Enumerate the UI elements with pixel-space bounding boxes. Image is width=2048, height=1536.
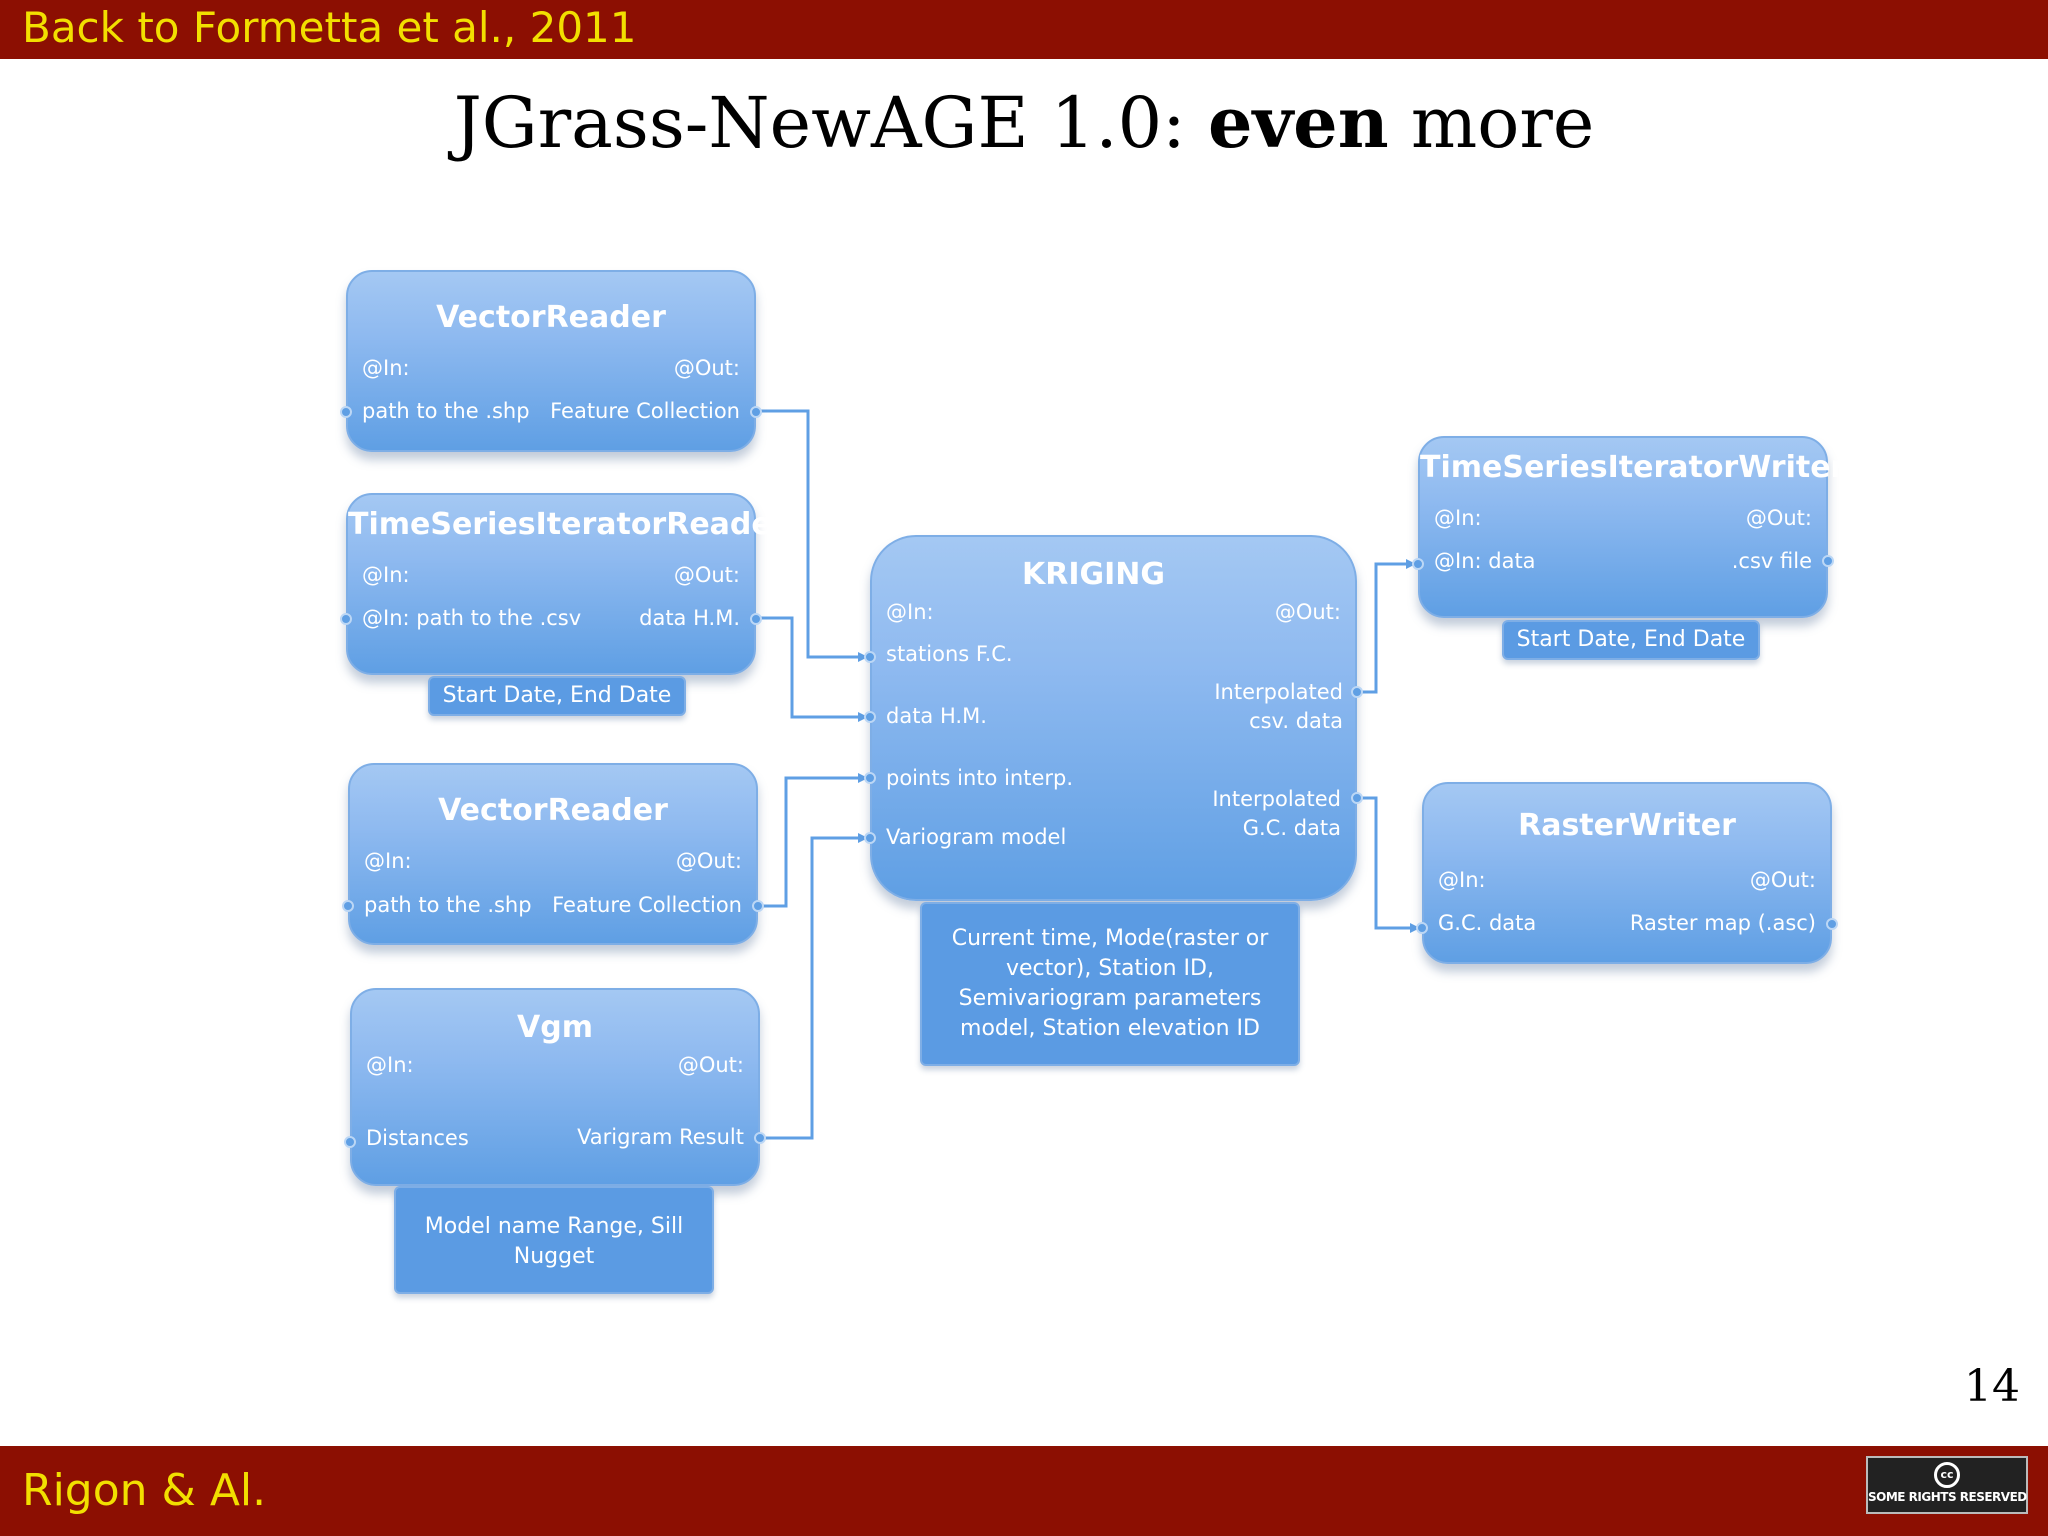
vector-reader-2-title: VectorReader (438, 793, 668, 828)
ts-writer-out-dot (1822, 555, 1834, 567)
kriging-params-line2: vector), Station ID, (1006, 956, 1214, 981)
kriging-variogram-dot (864, 832, 876, 844)
title-prefix: JGrass-NewAGE 1.0: (453, 82, 1208, 164)
vector-reader-1-out-port: Feature Collection (550, 399, 740, 423)
kriging-input-points: points into interp. (886, 766, 1074, 790)
kriging-out-label: @Out: (1274, 600, 1341, 624)
raster-writer-out-label: @Out: (1749, 868, 1816, 892)
page-number: 14 (1964, 1361, 2020, 1412)
raster-writer-in-dot (1416, 922, 1428, 934)
kriging-output-gc-line2: G.C. data (1242, 816, 1341, 840)
ts-writer-title: TimeSeriesIteratorWriter (1420, 450, 1846, 485)
ts-writer-in-dot (1412, 558, 1424, 570)
slide-title: JGrass-NewAGE 1.0: even more (0, 78, 2048, 168)
vgm-title: Vgm (517, 1010, 593, 1045)
kriging-title: KRIGING (1021, 557, 1166, 592)
vector-reader-2-in-dot (342, 900, 354, 912)
ts-reader-title: TimeSeriesIteratorReader (348, 507, 787, 542)
kriging-output-gc: Interpolated G.C. data (1212, 785, 1341, 843)
license-text: SOME RIGHTS RESERVED (1868, 1490, 2027, 1504)
kriging-params: Current time, Mode(raster or vector), St… (920, 902, 1300, 1066)
connector-csv-to-writer (1357, 559, 1416, 694)
vector-reader-1-title: VectorReader (436, 300, 666, 335)
ts-reader-out-label: @Out: (673, 563, 740, 587)
vector-reader-2-out-dot (752, 900, 764, 912)
ts-writer-params: Start Date, End Date (1502, 620, 1760, 660)
vector-reader-2-in-port: path to the .shp (364, 893, 532, 917)
ts-reader-box[interactable]: TimeSeriesIteratorReader @In: @Out: @In:… (346, 493, 787, 675)
cc-license-badge[interactable]: cc SOME RIGHTS RESERVED (1866, 1456, 2028, 1514)
vector-reader-1-box[interactable]: VectorReader @In: @Out: path to the .shp… (346, 270, 756, 452)
kriging-in-label: @In: (886, 600, 934, 624)
raster-writer-title: RasterWriter (1518, 808, 1736, 843)
raster-writer-box[interactable]: RasterWriter @In: @Out: G.C. data Raster… (1422, 782, 1832, 964)
vector-reader-2-box[interactable]: VectorReader @In: @Out: path to the .shp… (348, 763, 758, 945)
vgm-out-label: @Out: (677, 1053, 744, 1077)
ts-writer-out-label: @Out: (1745, 506, 1812, 530)
raster-writer-in-label: @In: (1438, 868, 1486, 892)
kriging-points-dot (864, 772, 876, 784)
vgm-params: Model name Range, Sill Nugget (394, 1186, 714, 1294)
vgm-in-port: Distances (366, 1126, 469, 1150)
vector-reader-2-out-port: Feature Collection (552, 893, 742, 917)
creative-commons-icon: cc (1934, 1462, 1960, 1488)
vgm-params-line1: Model name Range, Sill (424, 1214, 684, 1239)
kriging-params-line3: Semivariogram parameters (958, 986, 1262, 1011)
vgm-out-port: Varigram Result (577, 1125, 744, 1149)
kriging-params-line4: model, Station elevation ID (960, 1016, 1260, 1041)
raster-writer-out-port: Raster map (.asc) (1629, 911, 1816, 935)
title-suffix: more (1388, 82, 1595, 164)
kriging-input-data: data H.M. (886, 704, 987, 728)
kriging-output-csv-line2: csv. data (1249, 709, 1343, 733)
vector-reader-1-out-label: @Out: (673, 356, 740, 380)
connector-vgm-to-variogram (760, 833, 868, 1140)
ts-reader-out-dot (750, 613, 762, 625)
raster-writer-out-dot (1826, 918, 1838, 930)
vgm-params-line2: Nugget (513, 1244, 595, 1269)
vector-reader-1-out-dot (750, 406, 762, 418)
kriging-input-variogram: Variogram model (886, 825, 1067, 849)
ts-reader-in-label: @In: (362, 563, 410, 587)
ts-reader-out-port: data H.M. (639, 606, 740, 630)
connector-gc-to-raster (1357, 796, 1420, 933)
kriging-output-csv-line1: Interpolated (1214, 680, 1343, 704)
ts-reader-in-dot (340, 613, 352, 625)
vgm-in-label: @In: (366, 1053, 414, 1077)
vector-reader-2-out-label: @Out: (675, 849, 742, 873)
vector-reader-1-in-port: path to the .shp (362, 399, 530, 423)
vgm-box[interactable]: Vgm @In: @Out: Distances Varigram Result (350, 988, 760, 1186)
ts-writer-box[interactable]: TimeSeriesIteratorWriter @In: @Out: @In:… (1418, 436, 1846, 618)
ts-reader-in-port: @In: path to the .csv (362, 606, 582, 630)
connector-vector2-to-points (758, 773, 868, 908)
back-link[interactable]: Back to Formetta et al., 2011 (22, 3, 637, 52)
vgm-in-dot (344, 1136, 356, 1148)
kriging-box[interactable]: KRIGING @In: @Out: stations F.C. data H.… (870, 535, 1357, 901)
ts-writer-in-port: @In: data (1434, 549, 1536, 573)
kriging-gc-out-dot (1351, 792, 1363, 804)
vector-reader-1-in-label: @In: (362, 356, 410, 380)
kriging-csv-out-dot (1351, 686, 1363, 698)
vector-reader-1-in-dot (340, 406, 352, 418)
ts-writer-out-port: .csv file (1731, 549, 1812, 573)
raster-writer-in-port: G.C. data (1438, 911, 1537, 935)
ts-writer-in-label: @In: (1434, 506, 1482, 530)
footer-bar: Rigon & Al. (0, 1446, 2048, 1536)
ts-reader-params: Start Date, End Date (428, 676, 686, 716)
header-bar: Back to Formetta et al., 2011 (0, 0, 2048, 59)
kriging-stations-dot (864, 651, 876, 663)
kriging-data-dot (864, 711, 876, 723)
connector-tsreader-to-data (756, 616, 868, 722)
vgm-out-dot (754, 1132, 766, 1144)
author-label: Rigon & Al. (22, 1465, 267, 1516)
vector-reader-2-in-label: @In: (364, 849, 412, 873)
kriging-output-csv: Interpolated csv. data (1214, 678, 1343, 736)
title-bold: even (1207, 81, 1389, 164)
kriging-params-line1: Current time, Mode(raster or (951, 926, 1269, 951)
kriging-output-gc-line1: Interpolated (1212, 787, 1341, 811)
kriging-input-stations: stations F.C. (886, 642, 1013, 666)
